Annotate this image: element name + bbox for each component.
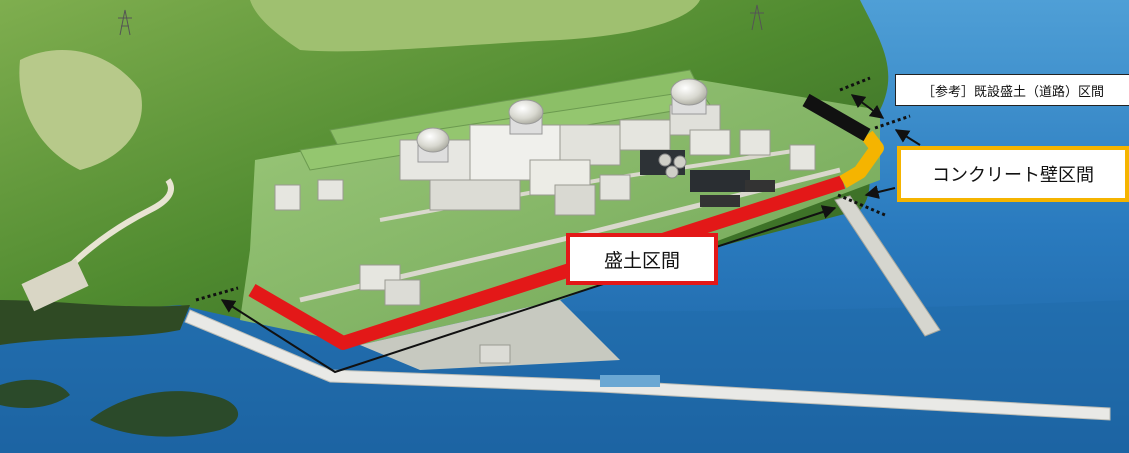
seawall <box>184 309 1111 421</box>
reactor-dome-icon <box>416 78 708 163</box>
parking-area <box>21 258 89 312</box>
deep-water <box>0 298 1129 453</box>
left-clearing <box>19 50 142 170</box>
harbor-yard <box>360 300 620 370</box>
island-rock-small <box>0 379 70 408</box>
concrete-wall-line <box>839 130 884 189</box>
rocky-coast <box>0 300 190 345</box>
transmission-tower-icon <box>118 4 764 36</box>
concrete-wall-section-label: コンクリート壁区間 <box>897 146 1129 202</box>
upper-field <box>250 0 700 52</box>
embankment-section-label: 盛土区間 <box>566 233 718 285</box>
buildings <box>274 104 816 387</box>
island-rock <box>90 391 239 437</box>
existing-road-line <box>802 93 871 142</box>
reference-section-label: ［参考］既設盛土（道路）区間 <box>895 74 1129 106</box>
